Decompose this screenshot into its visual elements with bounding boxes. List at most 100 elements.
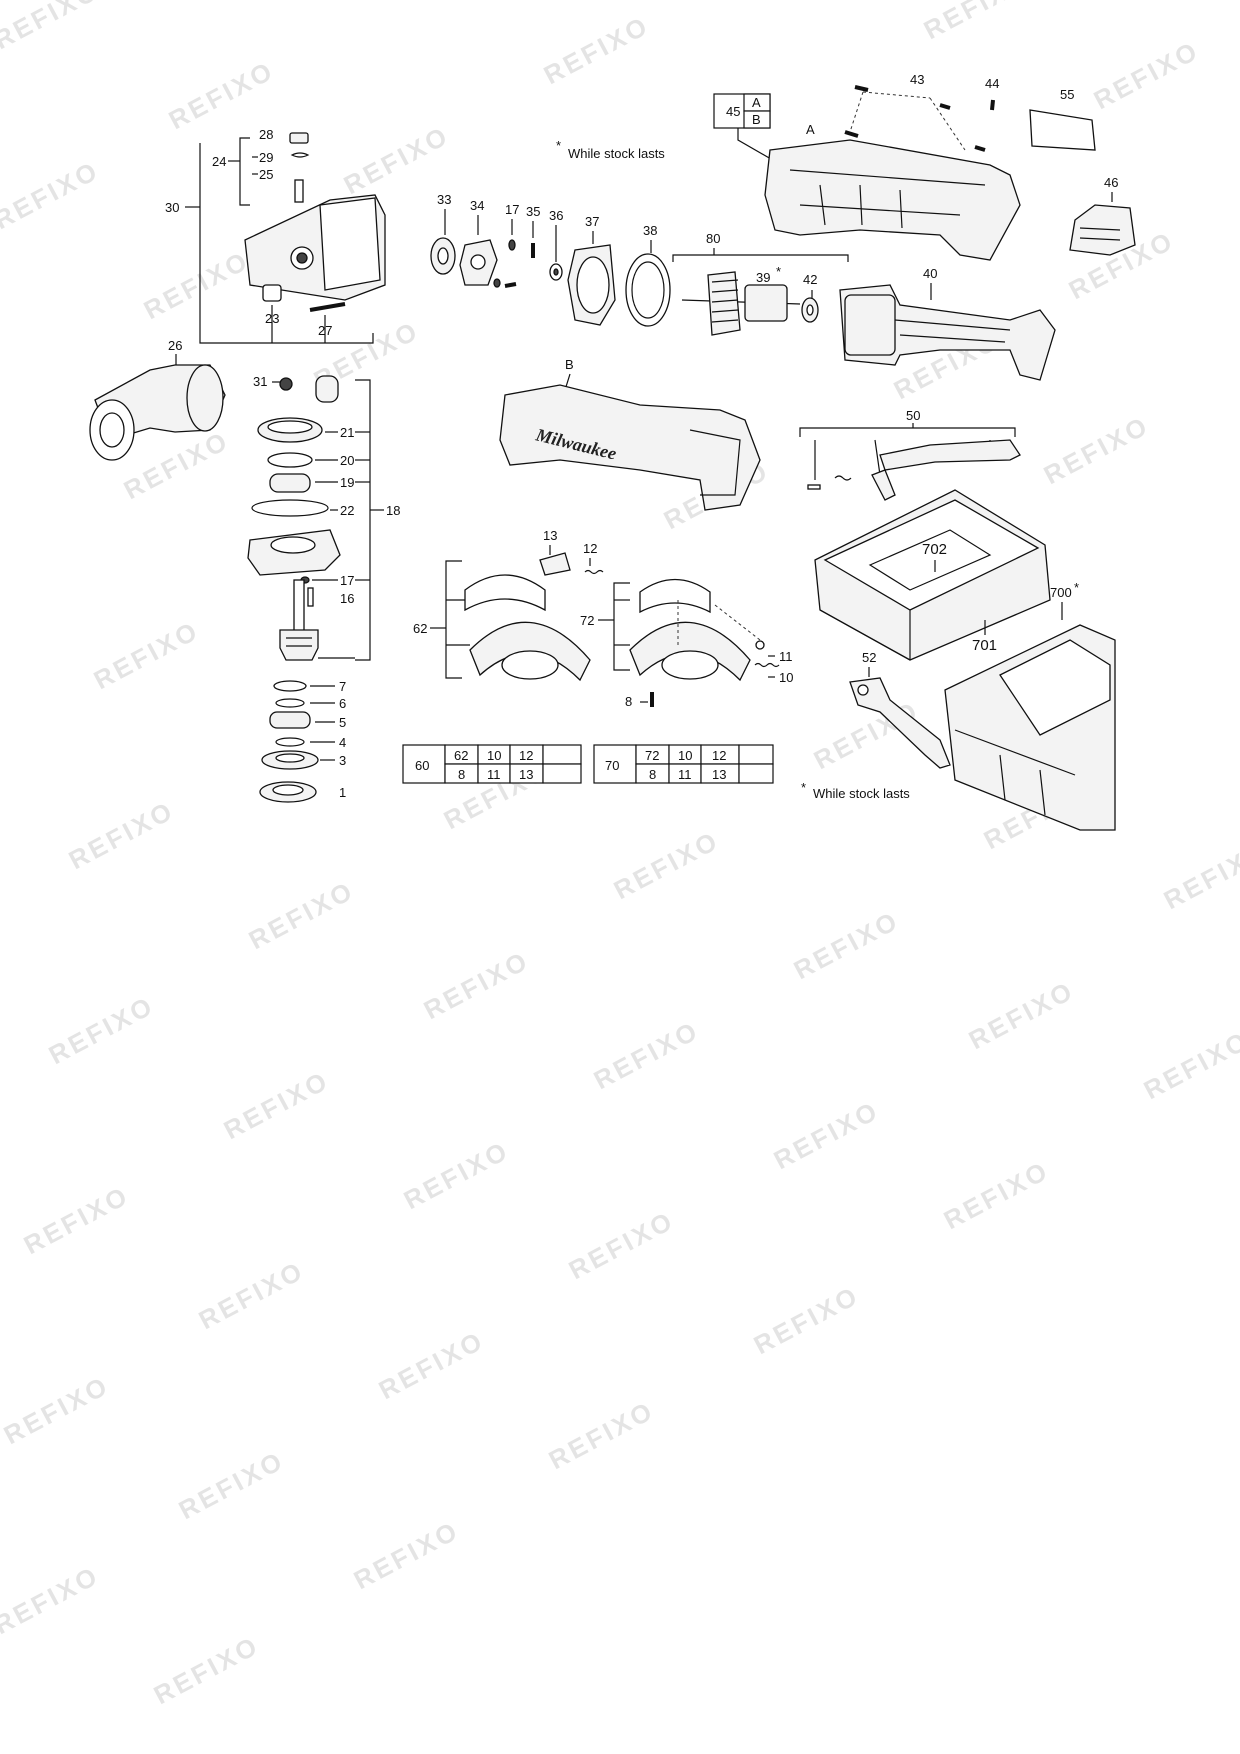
- letter-b: B: [565, 357, 574, 372]
- watermark: REFIXO: [419, 945, 534, 1025]
- table-70-r1c2: 10: [678, 748, 692, 763]
- watermark: REFIXO: [174, 1445, 289, 1525]
- bracket-80: [672, 254, 849, 262]
- table-60-r2c1: 8: [458, 767, 465, 782]
- watermark: REFIXO: [919, 0, 1034, 45]
- watermark: REFIXO: [0, 1560, 104, 1640]
- label-7: 7: [339, 679, 346, 694]
- label-1: 1: [339, 785, 346, 800]
- watermark: REFIXO: [349, 1515, 464, 1595]
- label-19: 19: [340, 475, 354, 490]
- ring-part-38: [625, 253, 671, 327]
- switch-group: 50: [799, 408, 1021, 501]
- asterisk-700: *: [1074, 580, 1079, 595]
- watermark: REFIXO: [119, 425, 234, 505]
- watermark: REFIXO: [539, 10, 654, 90]
- label-23: 23: [265, 311, 279, 326]
- button-part-28: [289, 132, 309, 144]
- kit-table-60: 60 62 10 12 8 11 13: [402, 744, 582, 784]
- watermark: REFIXO: [1039, 410, 1154, 490]
- label-plate-55: [1029, 109, 1096, 151]
- box-45-a: A: [752, 95, 761, 110]
- label-27: 27: [318, 323, 332, 338]
- label-29: 29: [259, 150, 273, 165]
- table-70-r1c3: 12: [712, 748, 726, 763]
- table-70-r2c1: 8: [649, 767, 656, 782]
- label-36: 36: [549, 208, 563, 223]
- guard-72-group: 72 11 10 8: [580, 579, 793, 709]
- bracket-30: [199, 143, 374, 344]
- watermark: REFIXO: [44, 990, 159, 1070]
- cover-part-46: [1069, 204, 1136, 256]
- label-28: 28: [259, 127, 273, 142]
- case-701-group: 702 701: [814, 489, 1051, 661]
- watermark: REFIXO: [564, 1205, 679, 1285]
- gear-housing-face: [319, 197, 381, 291]
- label-39: 39: [756, 270, 770, 285]
- bearing-cap: [315, 375, 339, 403]
- watermark: REFIXO: [939, 1155, 1054, 1235]
- label-10: 10: [779, 670, 793, 685]
- lever-part-50: [871, 469, 896, 501]
- motor-housing-b: [499, 384, 761, 511]
- label-25: 25: [259, 167, 273, 182]
- label-26: 26: [168, 338, 182, 353]
- label-50: 50: [906, 408, 920, 423]
- pin-part-50a: [807, 484, 821, 490]
- housing-a-group: 45 A B A 43 44 55 46: [713, 72, 1136, 261]
- key-part-16: [307, 587, 314, 607]
- label-40: 40: [923, 266, 937, 281]
- table-70-r2c3: 13: [712, 767, 726, 782]
- guard-cover-72: [639, 579, 711, 614]
- bracket-18: [355, 379, 371, 661]
- watermark: REFIXO: [1159, 835, 1240, 915]
- label-24: 24: [212, 154, 226, 169]
- spanner-wrench-52: [849, 677, 951, 769]
- bearing-part-5: [269, 711, 311, 729]
- bottom-note-group: * While stock lasts: [801, 780, 910, 801]
- label-700: 700: [1050, 585, 1072, 600]
- label-17b: 17: [505, 202, 519, 217]
- label-35: 35: [526, 204, 540, 219]
- label-33: 33: [437, 192, 451, 207]
- label-30: 30: [165, 200, 179, 215]
- motor-parts-group: * While stock lasts 33 34 17 35 36 37 38: [430, 138, 671, 327]
- label-44: 44: [985, 76, 999, 91]
- motor-housing-group: 40: [839, 266, 1056, 381]
- watermark: REFIXO: [64, 795, 179, 875]
- asterisk-39: *: [776, 264, 781, 279]
- spanner-group: 52: [849, 650, 951, 769]
- housing-b-group: B Milwaukee: [499, 357, 761, 511]
- ring-part-4: [275, 737, 305, 747]
- label-31: 31: [253, 374, 267, 389]
- paddle-switch: [879, 439, 1021, 471]
- spindle-shaft: [293, 579, 305, 633]
- watermark: REFIXO: [589, 1015, 704, 1095]
- label-22: 22: [340, 503, 354, 518]
- label-6: 6: [339, 696, 346, 711]
- box-45-b: B: [752, 112, 761, 127]
- note-asterisk-bottom: *: [801, 780, 806, 795]
- label-43: 43: [910, 72, 924, 87]
- bracket-50: [799, 427, 1016, 437]
- watermark: REFIXO: [1089, 35, 1204, 115]
- watermark: REFIXO: [19, 1180, 134, 1260]
- ring-part-6: [275, 698, 305, 708]
- watermark: REFIXO: [139, 245, 254, 325]
- label-8: 8: [625, 694, 632, 709]
- clamp-part-13: [539, 552, 571, 576]
- label-16: 16: [340, 591, 354, 606]
- table-70-r1c1: 72: [645, 748, 659, 763]
- watermark: REFIXO: [609, 825, 724, 905]
- table-70-r2c2: 11: [678, 767, 692, 782]
- watermark: REFIXO: [749, 1280, 864, 1360]
- watermark: REFIXO: [374, 1325, 489, 1405]
- watermark: REFIXO: [1139, 1025, 1240, 1105]
- label-80: 80: [706, 231, 720, 246]
- watermark: REFIXO: [544, 1395, 659, 1475]
- note-stock-bottom: While stock lasts: [813, 786, 910, 801]
- table-60-r1c2: 10: [487, 748, 501, 763]
- spring-part-50: [834, 475, 852, 481]
- label-13: 13: [543, 528, 557, 543]
- letter-a: A: [806, 122, 815, 137]
